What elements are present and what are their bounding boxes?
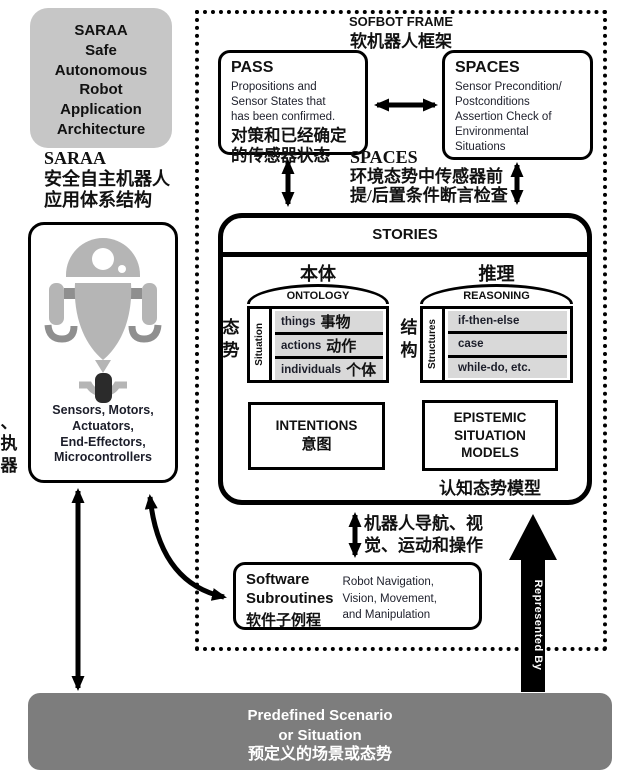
- saraa-title: SARAA Safe Autonomous Robot Application …: [54, 22, 148, 138]
- spaces-title: SPACES: [455, 59, 520, 76]
- sofbot-frame-title-zh: 软机器人框架: [350, 32, 452, 51]
- saraa-caption: SARAA 安全自主机器人 应用体系结构: [44, 148, 170, 211]
- structures-strip: Structures: [423, 309, 445, 380]
- scenario-zh: 预定义的场景或态势: [247, 746, 392, 763]
- ontology-rows: things 事物 actions 动作 individuals 个体: [272, 309, 386, 380]
- robot-icon: [44, 238, 162, 403]
- scenario-line1: Predefined Scenario: [247, 707, 393, 724]
- intentions-box: INTENTIONS 意图: [248, 402, 385, 470]
- robot-shoulder-right: [130, 288, 142, 299]
- ontology-row-things: things 事物: [275, 311, 383, 332]
- ontology-row-actions: actions 动作: [275, 332, 383, 356]
- robot-arm-right: [142, 283, 157, 325]
- robot-eye: [92, 248, 114, 270]
- robot-shoulder-left: [64, 288, 76, 299]
- ontology-table: Situation things 事物 actions 动作 individua…: [247, 306, 389, 383]
- reasoning-arc-label: REASONING: [463, 290, 530, 302]
- hardware-box: Sensors, Motors, Actuators, End-Effector…: [28, 222, 178, 483]
- reasoning-table: Structures if-then-else case while-do, e…: [420, 306, 573, 383]
- row-label-en: actions: [281, 339, 322, 352]
- epistemic-box: EPISTEMIC SITUATION MODELS: [422, 400, 558, 471]
- scenario-line2: or Situation: [278, 726, 362, 744]
- ontology-row-individuals: individuals 个体: [275, 356, 383, 380]
- robot-wheel: [95, 373, 112, 403]
- sofbot-frame-border: [195, 10, 607, 651]
- row-label-en: things: [281, 315, 316, 328]
- robot-hand-left: [44, 324, 78, 343]
- sofbot-frame-title: SOFBOT FRAME: [349, 14, 453, 29]
- robot-body: [74, 283, 132, 360]
- intentions-zh: 意图: [301, 437, 332, 453]
- spaces-caption-zh: 环境态势中传感器前 提/后置条件断言检查: [350, 167, 508, 205]
- ontology-arc-label: ONTOLOGY: [286, 290, 350, 302]
- pass-body-zh: 对策和已经确定 的传感器状态: [231, 125, 347, 166]
- row-label-en: case: [458, 338, 484, 351]
- left-edge-caption: 、 执 器: [0, 413, 18, 475]
- structures-strip-label: Structures: [427, 319, 438, 370]
- ontology-side-label: 态 势: [222, 318, 240, 360]
- pass-box: PASS Propositions and Sensor States that…: [218, 50, 368, 165]
- row-label-zh: 个体: [346, 363, 377, 379]
- robot-neck: [95, 360, 111, 373]
- ontology-caption-zh: 本体: [300, 264, 336, 284]
- spaces-caption-title: SPACES: [350, 147, 418, 167]
- row-label-en: individuals: [281, 363, 342, 376]
- reasoning-row-case: case: [448, 331, 567, 355]
- situation-strip: Situation: [250, 309, 272, 380]
- row-label-zh: 动作: [326, 339, 357, 355]
- robot-eye-dot: [118, 265, 126, 273]
- epistemic-title: EPISTEMIC SITUATION MODELS: [453, 410, 527, 461]
- reasoning-row-if-then-else: if-then-else: [448, 311, 567, 332]
- epistemic-caption-zh: 认知态势模型: [439, 479, 541, 498]
- reasoning-caption-zh: 推理: [478, 264, 515, 284]
- subroutines-title-block: Software Subroutines 软件子例程: [246, 571, 334, 629]
- spaces-caption: SPACES 环境态势中传感器前 提/后置条件断言检查: [350, 147, 565, 205]
- situation-strip-label: Situation: [254, 323, 265, 366]
- pass-body: Propositions and Sensor States that has …: [231, 81, 336, 123]
- saraa-box: SARAA Safe Autonomous Robot Application …: [30, 8, 172, 148]
- reasoning-row-while-do: while-do, etc.: [448, 354, 567, 378]
- reasoning-side-label: 结 构: [400, 318, 418, 360]
- stories-title: STORIES: [372, 226, 438, 243]
- robot-arm-left: [49, 283, 64, 325]
- reasoning-rows: if-then-else case while-do, etc.: [445, 309, 570, 380]
- robot-nav-caption: 机器人导航、视 觉、运动和操作: [364, 514, 483, 556]
- row-label-en: while-do, etc.: [458, 361, 531, 374]
- represented-by-label: Represented By: [532, 579, 544, 671]
- pass-title: PASS: [231, 59, 274, 76]
- subroutines-title: Software Subroutines: [246, 571, 334, 607]
- spaces-body: Sensor Precondition/ Postconditions Asse…: [455, 81, 562, 153]
- row-label-en: if-then-else: [458, 315, 520, 328]
- subroutines-title-zh: 软件子例程: [246, 612, 322, 629]
- subroutines-body: Robot Navigation, Vision, Movement, and …: [342, 576, 437, 622]
- intentions-title: INTENTIONS: [275, 418, 358, 433]
- software-subroutines-box: Software Subroutines 软件子例程 Robot Navigat…: [233, 562, 482, 630]
- stories-divider: [223, 252, 587, 257]
- predefined-scenario-box: Predefined Scenario or Situation 预定义的场景或…: [28, 693, 612, 770]
- row-label-zh: 事物: [320, 315, 351, 331]
- robot-hand-right: [128, 324, 162, 343]
- hardware-label: Sensors, Motors, Actuators, End-Effector…: [52, 403, 154, 465]
- spaces-box: SPACES Sensor Precondition/ Postconditio…: [442, 50, 593, 160]
